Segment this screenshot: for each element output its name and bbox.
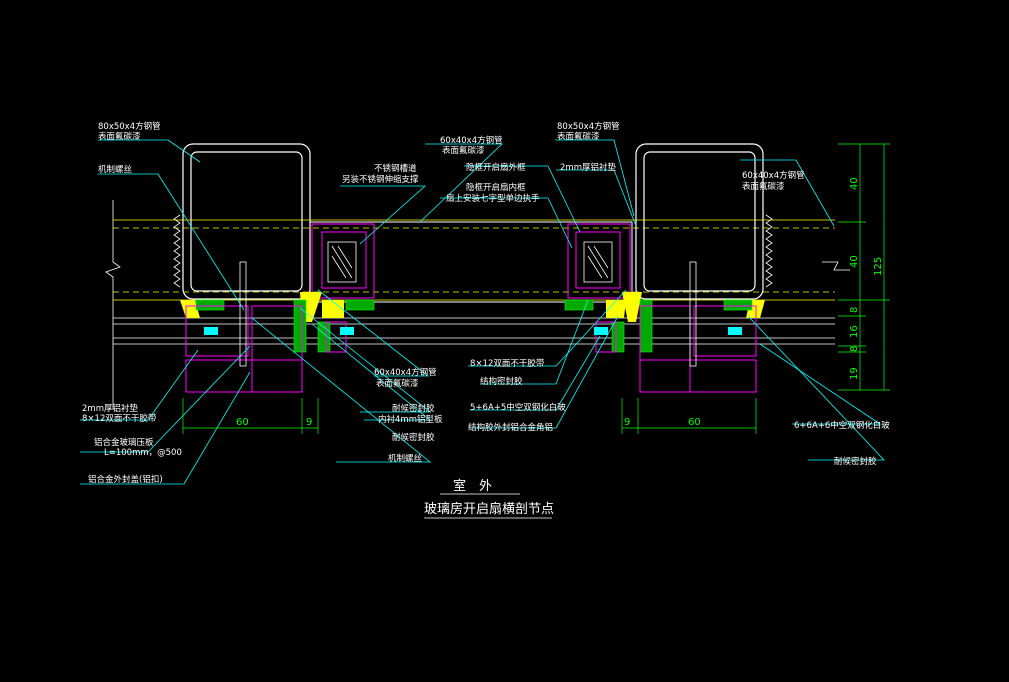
lbl-pad: 2mm厚铝衬垫 — [82, 403, 138, 414]
lbl-steel-bottom-finish: 表面氟碳漆 — [376, 378, 419, 389]
left-cover-cap — [185, 359, 303, 393]
left-sash-bottom — [325, 321, 347, 353]
caption-side: 室 外 — [453, 478, 492, 494]
labels-right: 80x50x4方钢管 表面氟碳漆 2mm厚铝衬垫 60x40x4方钢管 表面氟碳… — [557, 121, 890, 467]
dimension-text: 60 9 9 60 40 40 8 16 8 19 125 — [236, 177, 884, 428]
dim-v2: 40 — [849, 255, 860, 268]
lbl-inner-lining: 内衬4mm铝型板 — [378, 414, 443, 425]
lbl-glass-spec: 5+6A+5中空双钢化白玻 — [470, 402, 566, 413]
lbl-steel-60x40: 60x40x4方钢管 — [440, 135, 503, 146]
dim-right-gap: 9 — [624, 417, 630, 428]
caption-title: 玻璃房开启扇横剖节点 — [424, 501, 554, 517]
lbl-frame-note: 扇上安装七字型单边执手 — [446, 193, 540, 204]
left-stripe-block — [327, 241, 357, 283]
right-pressure-profile — [693, 305, 757, 357]
lbl-structural-sealant: 结构密封胶 — [480, 376, 523, 387]
lbl-frame-outer: 隐框开启扇外框 — [466, 162, 526, 173]
lbl-r-steel-80x50-finish: 表面氟碳漆 — [557, 131, 600, 142]
lbl-channel-note: 另装不锈钢伸缩支撑 — [342, 174, 419, 185]
lbl-channel: 不锈钢槽道 — [374, 163, 417, 174]
lbl-r-weather-seal: 耐候密封胶 — [834, 456, 877, 467]
left-tube-inner — [190, 151, 303, 292]
sealant-left-3 — [322, 300, 344, 318]
gasket-right-top — [723, 299, 753, 311]
spacer-mid-right — [594, 327, 608, 335]
labels-left: 80x50x4方钢管 表面氟碳漆 机制螺丝 2mm厚铝衬垫 8×12双面不干胶带… — [82, 121, 182, 485]
left-break-line — [105, 200, 121, 410]
screws — [239, 261, 697, 367]
reference-lines — [113, 219, 835, 301]
right-insulation — [765, 214, 773, 288]
lbl-screw: 机制螺丝 — [98, 164, 133, 175]
lbl-r-steel-60x40: 60x40x4方钢管 — [742, 170, 805, 181]
leader-lines — [80, 139, 885, 485]
lbl-steel-80x50-finish: 表面氟碳漆 — [98, 131, 141, 142]
dim-v1: 40 — [849, 177, 860, 190]
dim-v5: 19 — [849, 367, 860, 380]
gasket-left-top — [195, 299, 225, 311]
dim-left-width: 60 — [236, 417, 249, 428]
dim-total: 125 — [873, 257, 884, 276]
lbl-pressure-spec: L=100mm，@500 — [104, 448, 182, 458]
lbl-structural-frame: 结构胶外封铝合金角铝 — [468, 422, 553, 433]
dim-v3: 8 — [849, 307, 860, 313]
left-sash-profile — [311, 223, 375, 299]
gasket-mid-right — [564, 299, 594, 311]
gasket-right — [639, 299, 653, 353]
gasket-left — [293, 299, 307, 353]
sealant-right-2 — [622, 292, 642, 322]
lbl-steel-80x50: 80x50x4方钢管 — [98, 121, 161, 132]
gasket-mid-left — [345, 299, 375, 311]
spacer-mid-left — [340, 327, 354, 335]
caption: 室 外 玻璃房开启扇横剖节点 — [424, 478, 554, 519]
gasket-right-2 — [611, 321, 625, 353]
left-pressure-profile — [185, 305, 249, 357]
right-sash-profile — [567, 223, 631, 299]
dim-v4: 16 — [849, 325, 860, 338]
dim-left-gap: 9 — [306, 417, 312, 428]
labels-center: 60x40x4方钢管 表面氟碳漆 不锈钢槽道 另装不锈钢伸缩支撑 隐框开启扇外框… — [342, 135, 566, 464]
right-sash-bottom — [595, 321, 617, 353]
right-sash-inner — [575, 231, 621, 289]
lbl-r-steel-60x40-finish: 表面氟碳漆 — [742, 181, 785, 192]
right-tube-outer — [635, 143, 764, 300]
glass-panes — [113, 317, 835, 345]
lbl-pressure-plate: 铝合金玻璃压板 — [94, 437, 154, 448]
sealant-right-1 — [606, 300, 626, 318]
lbl-weather-seal: 耐候密封胶 — [392, 403, 435, 414]
lbl-r-steel-80x50: 80x50x4方钢管 — [557, 121, 620, 132]
lbl-weather-seal-2: 耐候密封胶 — [392, 432, 435, 443]
right-cover-cap — [639, 359, 757, 393]
lbl-double-tape: 8×12双面不干胶带 — [470, 358, 545, 369]
dim-v6: 8 — [849, 346, 860, 352]
left-insulation — [173, 214, 181, 288]
screw-right — [689, 261, 697, 367]
spacer-right — [728, 327, 742, 335]
lbl-steel-bottom: 60x40x4方钢管 — [374, 367, 437, 378]
lbl-r-pad: 2mm厚铝衬垫 — [560, 162, 616, 173]
center-sash — [309, 221, 633, 303]
screw-left — [239, 261, 247, 367]
right-stripe-block — [583, 241, 613, 283]
lbl-screw-2: 机制螺丝 — [388, 453, 423, 464]
right-tube-inner — [643, 151, 756, 292]
sash-outer-frame — [309, 221, 633, 303]
lbl-r-glass-spec: 6+6A+6中空双钢化白玻 — [794, 420, 890, 431]
lbl-tape: 8×12双面不干胶带 — [82, 413, 157, 424]
dimension-lines — [182, 143, 890, 434]
sealant-left-1 — [180, 300, 200, 318]
spacers — [204, 327, 742, 335]
lbl-cover-cap: 铝合金外封盖(铝扣) — [88, 474, 163, 485]
right-break-mark — [822, 261, 850, 271]
gaskets — [195, 299, 753, 353]
lbl-steel-60x40-finish: 表面氟碳漆 — [442, 145, 485, 156]
spacer-left — [204, 327, 218, 335]
dim-right-width: 60 — [688, 417, 701, 428]
lbl-frame-inner: 隐框开启扇内框 — [466, 182, 526, 193]
right-steel-tube — [635, 143, 764, 300]
left-sash-inner — [321, 231, 367, 289]
